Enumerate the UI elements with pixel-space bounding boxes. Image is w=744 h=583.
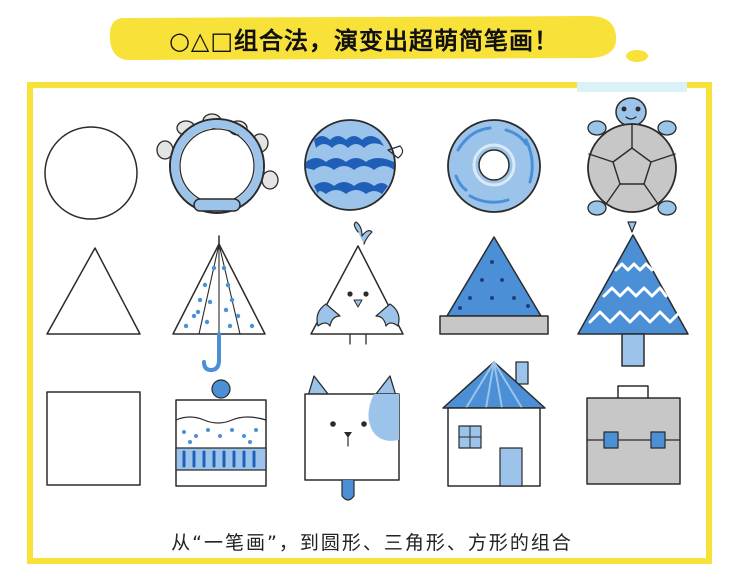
umbrella-icon xyxy=(172,235,266,372)
triangle-outline-icon xyxy=(46,247,141,335)
title-banner xyxy=(109,16,617,61)
circle-outline-icon xyxy=(44,126,138,220)
donut-icon xyxy=(447,119,541,213)
briefcase-icon xyxy=(586,385,681,485)
pine-tree-icon xyxy=(577,234,689,367)
house-icon xyxy=(442,361,546,487)
banner-dot xyxy=(626,50,648,62)
frame-tab xyxy=(577,82,687,92)
illustration-frame xyxy=(27,82,712,564)
bird-icon xyxy=(310,221,404,345)
caption-text: 从“一笔画”，到圆形、三角形、方形的组合 xyxy=(171,532,573,554)
tambourine-icon xyxy=(156,113,279,214)
square-outline-icon xyxy=(46,391,141,486)
turtle-icon xyxy=(587,97,677,233)
watermelon-ball-icon xyxy=(304,119,404,211)
dog-icon xyxy=(304,375,400,501)
page-title: ○△□组合法，演变出超萌简笔画！ xyxy=(168,26,560,55)
watermelon-slice-icon xyxy=(439,236,549,335)
cake-icon xyxy=(175,379,267,487)
